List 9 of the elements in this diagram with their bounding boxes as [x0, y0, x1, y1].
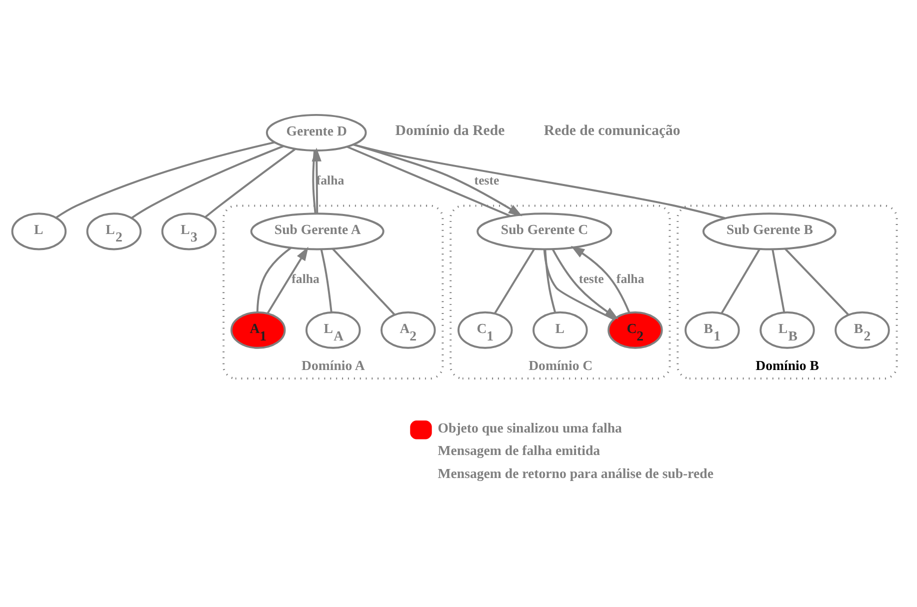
- legend-label: Mensagem de retorno para análise de sub-rede: [438, 466, 714, 481]
- legend-label: Mensagem de falha emitida: [438, 443, 600, 458]
- label: Domínio da Rede: [395, 123, 505, 140]
- label: Rede de comunicação: [544, 123, 680, 140]
- edge-label: teste: [578, 272, 604, 286]
- edge-label: falha: [616, 272, 644, 286]
- edge-label: teste: [474, 173, 500, 188]
- legend-label: Objeto que sinalizou uma falha: [438, 420, 622, 436]
- edge-label: falha: [292, 272, 320, 286]
